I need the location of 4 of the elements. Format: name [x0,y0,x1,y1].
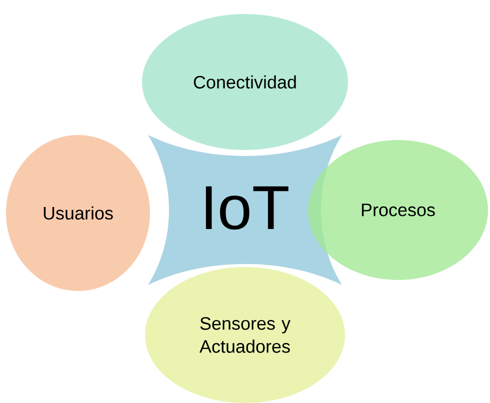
ellipse-node: Conectividad [142,14,348,150]
ellipse-node: Usuarios [6,135,150,291]
ellipse-node: Procesos [308,140,488,280]
ellipse-node: Sensores y Actuadores [145,266,345,403]
